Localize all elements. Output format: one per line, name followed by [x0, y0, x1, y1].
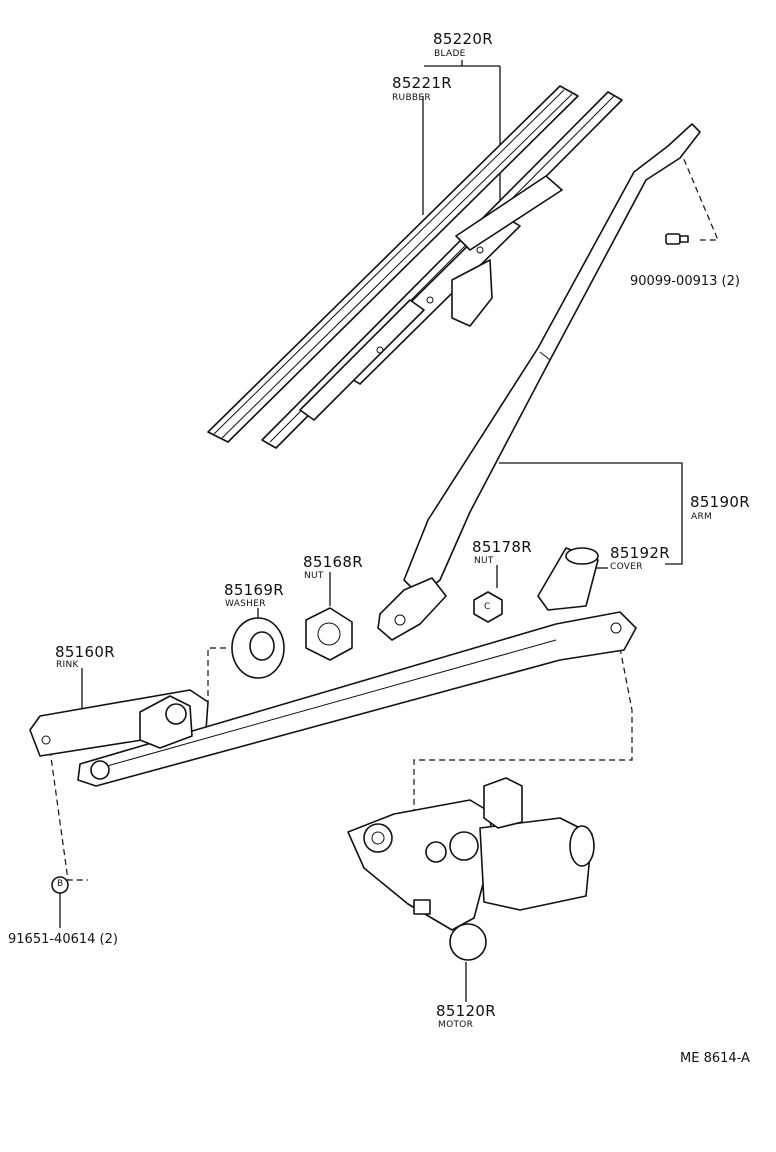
cover — [537, 547, 599, 611]
motor-part-number: 85120R — [436, 1002, 496, 1020]
nut-part-number: 85168R — [303, 553, 363, 571]
washer-part-number: 85169R — [224, 581, 284, 599]
bolt-marker-label: B — [57, 879, 64, 889]
bolt-marker — [51, 876, 69, 894]
small-nut — [473, 591, 503, 623]
alignment-dashes — [49, 149, 719, 881]
screw — [665, 233, 689, 245]
bolt-part-number: 91651-40614 (2) — [8, 932, 118, 947]
nut — [305, 607, 353, 661]
blade-part-number: 85220R — [433, 30, 493, 48]
link-assembly — [29, 611, 637, 787]
cover-part-name: COVER — [610, 562, 643, 572]
diagram-reference: ME 8614-A — [680, 1051, 750, 1066]
motor-part-name: MOTOR — [438, 1020, 474, 1030]
wiper-motor — [347, 777, 595, 961]
small-nut-part-name: NUT — [474, 556, 494, 566]
link-part-name: RINK — [56, 660, 79, 670]
link-part-number: 85160R — [55, 643, 115, 661]
washer-part-name: WASHER — [225, 599, 266, 609]
blade-part-name: BLADE — [434, 49, 466, 59]
wiper-blade — [207, 85, 623, 449]
washer — [231, 617, 285, 679]
rubber-part-number: 85221R — [392, 74, 452, 92]
arm-part-number: 85190R — [690, 493, 750, 511]
nut-part-name: NUT — [304, 571, 324, 581]
cover-part-number: 85192R — [610, 544, 670, 562]
small-nut-marker: C — [484, 602, 491, 612]
wiper-arm — [377, 123, 701, 641]
rubber-part-name: RUBBER — [392, 93, 431, 103]
screw-part-number: 90099-00913 (2) — [630, 274, 740, 289]
arm-part-name: ARM — [691, 512, 713, 522]
small-nut-part-number: 85178R — [472, 538, 532, 556]
leader-lines — [59, 60, 683, 1002]
